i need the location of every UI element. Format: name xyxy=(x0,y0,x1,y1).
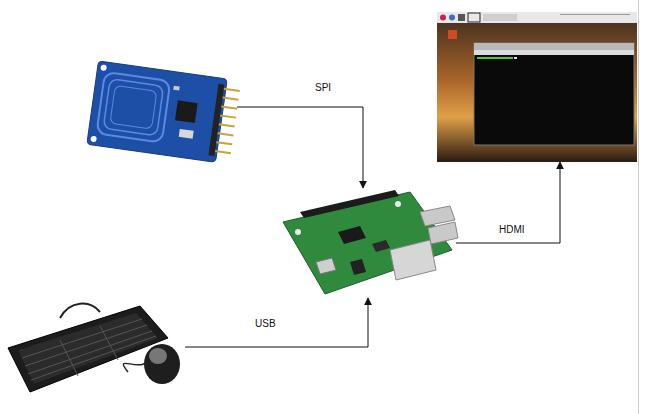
raspberry-pi-board xyxy=(283,190,458,294)
device-node xyxy=(5,300,185,392)
device-node xyxy=(437,12,638,162)
desktop-screenshot xyxy=(437,12,637,162)
edge-label: HDMI xyxy=(497,224,527,236)
keyboard-mouse xyxy=(8,304,180,392)
device-node xyxy=(85,62,237,162)
connector-arrow xyxy=(456,162,560,243)
connector-arrow xyxy=(185,298,368,347)
connector-arrow xyxy=(237,107,363,188)
edge-label: USB xyxy=(253,318,278,330)
rfid-reader xyxy=(87,61,241,164)
edge-label: SPI xyxy=(313,82,333,94)
device-node xyxy=(280,188,456,298)
page-border xyxy=(638,0,639,414)
